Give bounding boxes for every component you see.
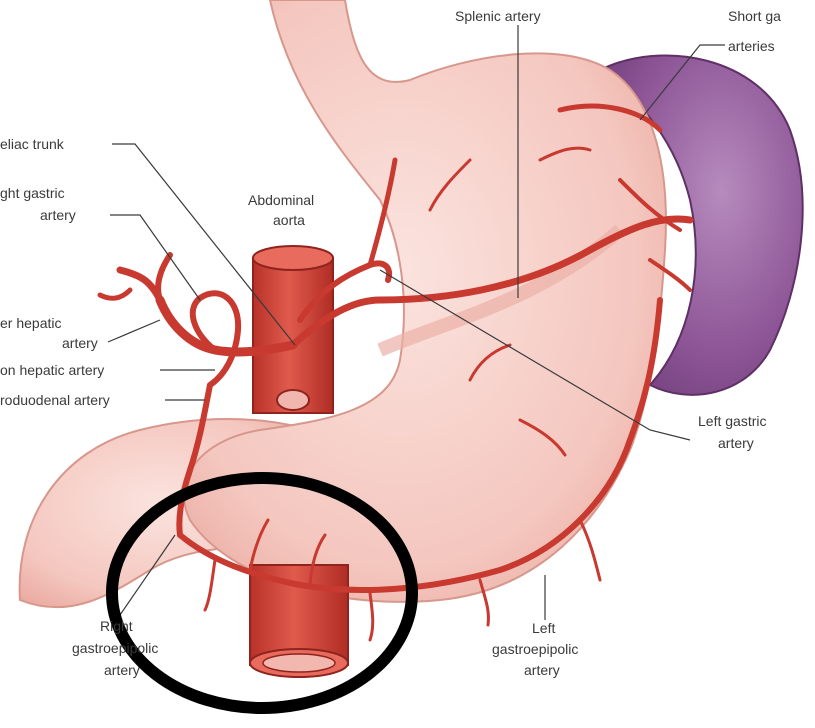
label-abdominal-aorta-1: Abdominal bbox=[248, 192, 314, 209]
label-left-gastric-2: artery bbox=[718, 435, 754, 452]
label-short-gastric-2: arteries bbox=[728, 38, 775, 55]
label-left-gastroepiploic-1: Left bbox=[532, 620, 555, 637]
label-right-gastric-1: ght gastric bbox=[0, 185, 65, 202]
label-left-gastric-1: Left gastric bbox=[698, 413, 766, 430]
label-abdominal-aorta-2: aorta bbox=[273, 212, 305, 229]
label-splenic-artery: Splenic artery bbox=[455, 8, 541, 25]
label-right-gastroepiploic-3: artery bbox=[104, 662, 140, 679]
label-common-hepatic-1: er hepatic bbox=[0, 315, 61, 332]
abdominal-aorta-upper bbox=[253, 246, 333, 413]
label-left-gastroepiploic-2: gastroepipolic bbox=[492, 641, 578, 658]
label-celiac-trunk: eliac trunk bbox=[0, 136, 64, 153]
label-right-gastric-2: artery bbox=[40, 207, 76, 224]
label-common-hepatic-2: artery bbox=[62, 335, 98, 352]
label-short-gastric-1: Short ga bbox=[728, 8, 781, 25]
label-gastroduodenal: roduodenal artery bbox=[0, 392, 110, 409]
label-left-gastroepiploic-3: artery bbox=[524, 662, 560, 679]
label-right-gastroepiploic-1: Right bbox=[100, 618, 133, 635]
label-right-gastroepiploic-2: gastroepipolic bbox=[72, 640, 158, 657]
label-proper-hepatic: on hepatic artery bbox=[0, 362, 104, 379]
